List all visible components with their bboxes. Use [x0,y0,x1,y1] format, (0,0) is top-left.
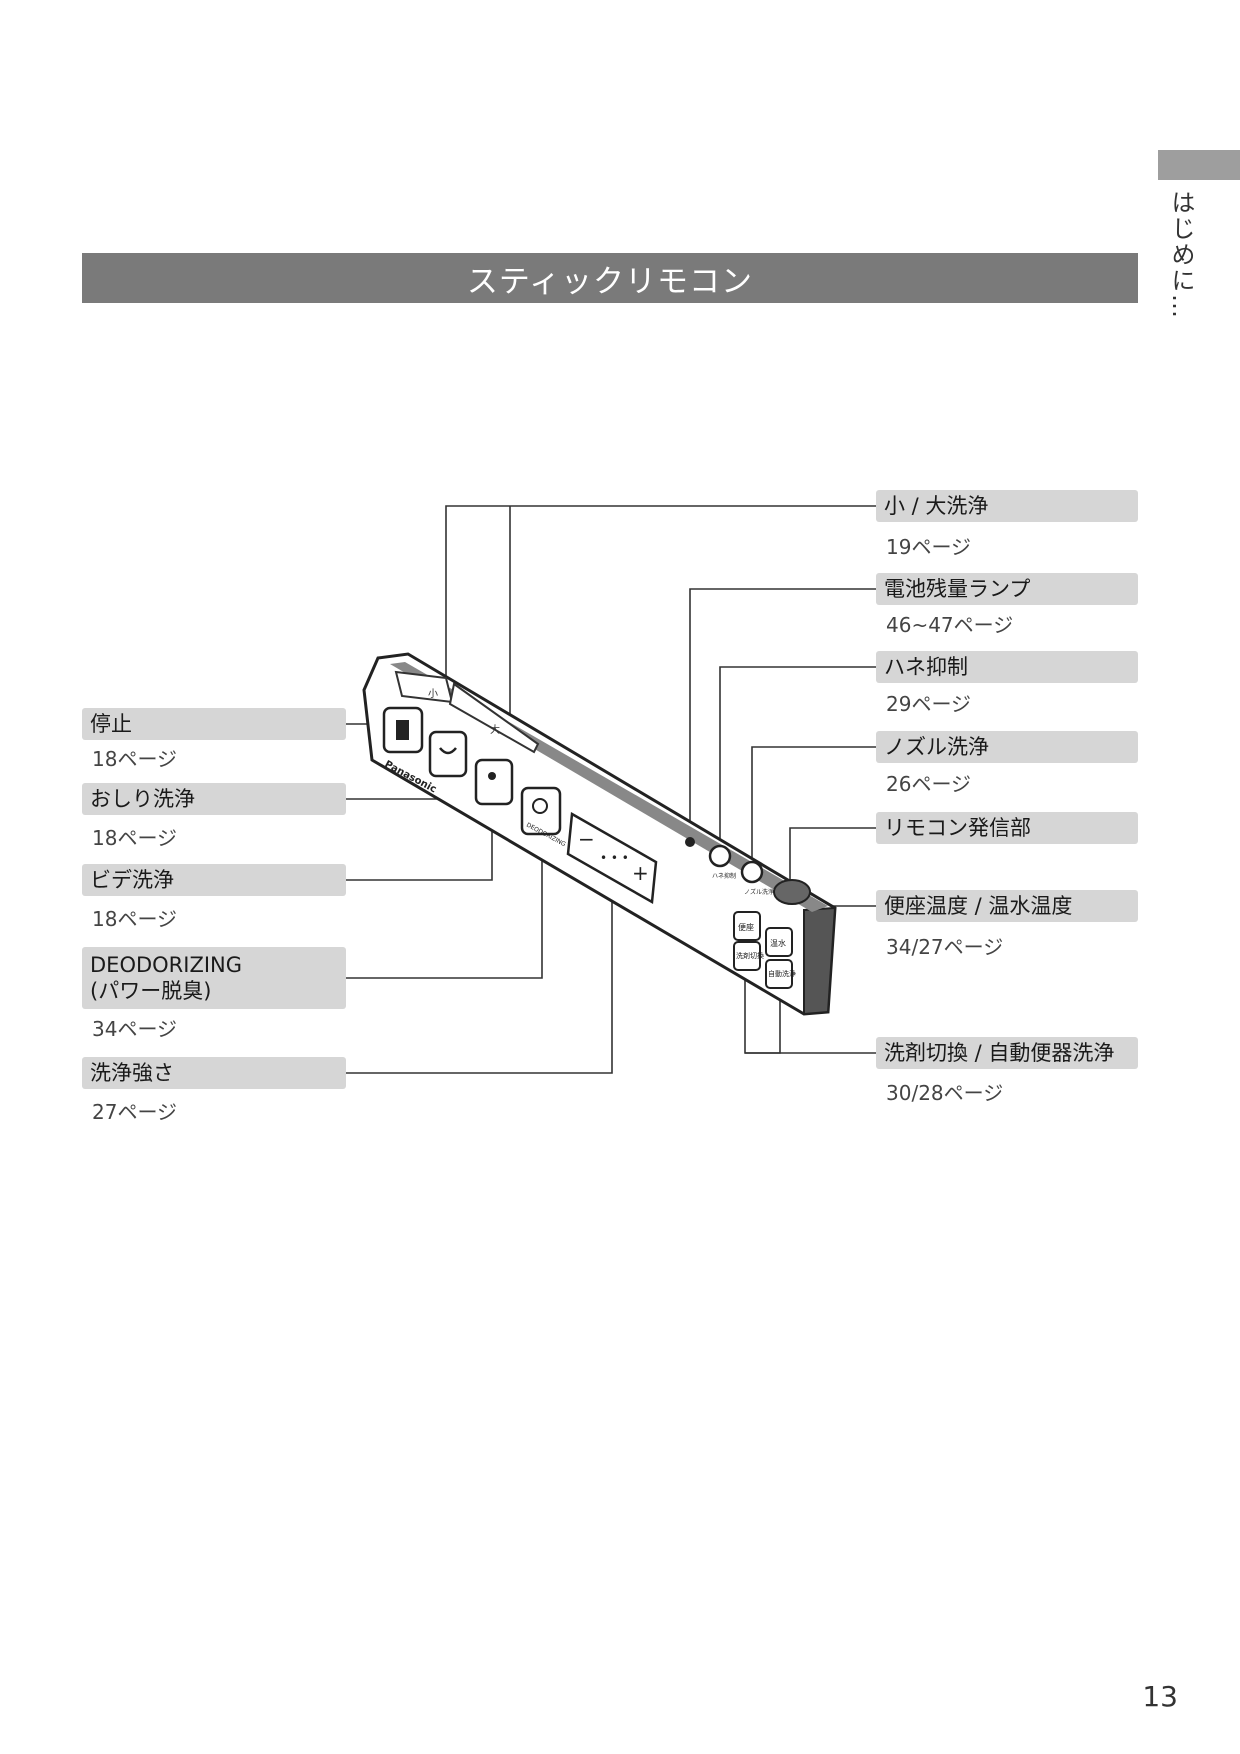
flush-large-text: 大 [490,723,500,736]
remote-body: 小 大 Panasonic DEODORIZING − • • • + ハネ抑制… [362,652,837,1016]
label-seat-water-temp: 便座温度 / 温水温度 [876,890,1138,922]
nozzle-button[interactable] [740,860,764,884]
label-remote-transmitter: リモコン発信部 [876,812,1138,844]
fan-icon [532,798,548,814]
page-ref-stop: 18ページ [92,747,178,771]
detergent-button[interactable] [733,941,761,971]
deodorizing-button[interactable] [520,786,562,836]
page-ref-wash-strength: 27ページ [92,1100,178,1124]
seat-temp-button[interactable] [733,911,761,941]
leader-lines [346,505,876,1074]
page-ref-splash-suppress: 29ページ [886,692,972,716]
page-ref-small-large-flush: 19ページ [886,535,972,559]
strength-dots: • • • [600,851,629,865]
label-oshiri-wash: おしり洗浄 [82,783,346,815]
leader-transmitter [789,827,876,888]
flush-small-text: 小 [428,688,438,700]
leader-deodorizing [346,826,543,979]
strength-minus: − [578,827,595,851]
page-ref-oshiri-wash: 18ページ [92,826,178,850]
page-number: 13 [1142,1680,1178,1713]
label-bidet-wash: ビデ洗浄 [82,864,346,896]
label-deodorizing: DEODORIZING (パワー脱臭) [82,947,346,1009]
page-ref-detergent-auto-flush: 30/28ページ [886,1081,1004,1105]
detergent-text: 洗剤切換 [736,951,764,960]
auto-flush-button[interactable] [765,959,793,989]
oshiri-icon [439,747,457,755]
bidet-icon [488,772,496,780]
water-temp-text: 温水 [770,938,786,948]
leader-nozzle [751,746,876,866]
page-title: スティックリモコン [82,253,1138,303]
page-ref-bidet-wash: 18ページ [92,907,178,931]
splash-button[interactable] [708,844,732,868]
transmitter-icon [773,879,811,905]
leader-flush-small [445,505,876,690]
label-stop: 停止 [82,708,346,740]
battery-lamp-icon [685,837,695,847]
water-temp-button[interactable] [765,927,793,957]
label-wash-strength: 洗浄強さ [82,1057,346,1089]
flush-large-button[interactable] [448,682,540,754]
seat-temp-text: 便座 [738,922,754,932]
label-splash-suppress: ハネ抑制 [876,651,1138,683]
leader-strength [346,870,613,1074]
label-deodorizing-sub: (パワー脱臭) [90,979,212,1003]
page-ref-nozzle-wash: 26ページ [886,772,972,796]
label-nozzle-wash: ノズル洗浄 [876,731,1138,763]
label-detergent-auto-flush: 洗剤切換 / 自動便器洗浄 [876,1037,1138,1069]
label-small-large-flush: 小 / 大洗浄 [876,490,1138,522]
leader-splash [719,666,876,850]
section-tab-label: はじめに… [1167,190,1195,320]
label-deodorizing-main: DEODORIZING [90,953,243,977]
label-battery-lamp: 電池残量ランプ [876,573,1138,605]
page-ref-deodorizing: 34ページ [92,1017,178,1041]
auto-flush-text: 自動洗浄 [768,969,796,978]
nozzle-text: ノズル洗浄 [744,888,774,896]
section-tab [1158,150,1240,180]
strength-button[interactable] [566,811,658,905]
page-ref-seat-water-temp: 34/27ページ [886,935,1004,959]
strength-plus: + [632,861,649,885]
leader-battery-lamp [689,588,876,838]
splash-text: ハネ抑制 [712,872,736,880]
bidet-button[interactable] [474,758,514,806]
stop-icon [396,720,409,740]
page-ref-battery-lamp: 46~47ページ [886,613,1014,637]
